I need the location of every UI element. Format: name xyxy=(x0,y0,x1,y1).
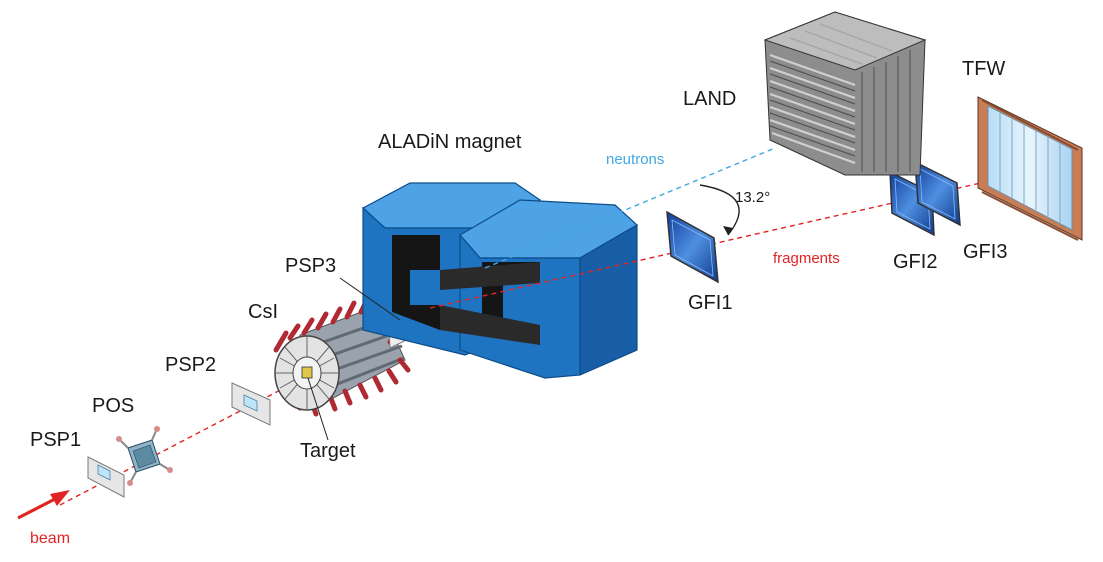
label-psp2: PSP2 xyxy=(165,354,216,376)
gfi1-detector xyxy=(666,210,719,284)
label-tfw: TFW xyxy=(962,58,1005,80)
label-neutrons: neutrons xyxy=(606,151,664,168)
label-target: Target xyxy=(300,440,356,462)
pos-detector xyxy=(116,426,173,486)
beam-arrow-icon xyxy=(17,490,70,520)
neutron-line xyxy=(484,147,776,269)
gfi3-detector xyxy=(914,160,961,227)
tfw-detector xyxy=(977,96,1083,241)
psp3-leader xyxy=(339,277,401,321)
psp2-detector xyxy=(231,382,271,426)
aladin-magnet xyxy=(361,182,639,379)
label-psp3: PSP3 xyxy=(285,255,336,277)
label-csi: CsI xyxy=(248,301,278,323)
target-leader xyxy=(307,377,329,441)
label-pos: POS xyxy=(92,395,134,417)
label-beam: beam xyxy=(30,530,70,547)
psp1-detector xyxy=(87,456,125,498)
label-gfi1: GFI1 xyxy=(688,292,732,314)
label-gfi3: GFI3 xyxy=(963,241,1007,263)
label-psp1: PSP1 xyxy=(30,429,81,451)
label-gfi2: GFI2 xyxy=(893,251,937,273)
label-land: LAND xyxy=(683,88,736,110)
csi-calorimeter xyxy=(273,295,411,417)
label-angle: 13.2° xyxy=(735,189,770,206)
label-fragments: fragments xyxy=(773,250,840,267)
label-aladin: ALADiN magnet xyxy=(378,131,522,153)
deflection-angle-arc xyxy=(699,184,740,236)
land-detector xyxy=(763,11,927,176)
